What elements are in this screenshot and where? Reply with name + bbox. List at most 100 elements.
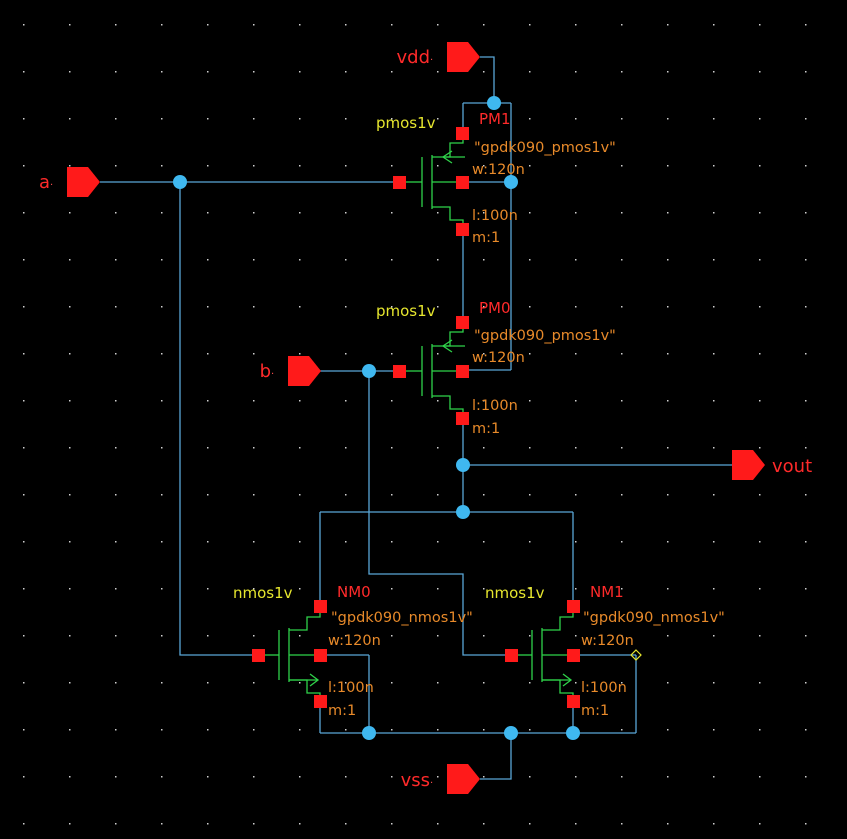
nm1-drain-pin[interactable] bbox=[567, 600, 580, 613]
pm0-drain-pin[interactable] bbox=[456, 412, 469, 425]
grid-dot bbox=[161, 823, 163, 825]
label-pm1: pmos1v PM1 "gpdk090_pmos1v" w:120n l:100… bbox=[376, 110, 616, 246]
grid-dot bbox=[667, 259, 669, 261]
pm1-gate-pin[interactable] bbox=[393, 176, 406, 189]
grid-dot bbox=[483, 165, 485, 167]
svg-text:·: · bbox=[430, 778, 433, 789]
grid-dot bbox=[23, 494, 25, 496]
grid-dot bbox=[345, 541, 347, 543]
junction-vss[interactable] bbox=[504, 726, 518, 740]
grid-dot bbox=[391, 588, 393, 590]
junction-vdd[interactable] bbox=[487, 96, 501, 110]
grid-dot bbox=[391, 71, 393, 73]
grid-dot bbox=[437, 24, 439, 26]
grid-dot bbox=[69, 212, 71, 214]
grid-dot bbox=[391, 400, 393, 402]
grid-dot bbox=[23, 823, 25, 825]
pm0-source-pin[interactable] bbox=[456, 316, 469, 329]
terminal-b[interactable]: b · bbox=[260, 356, 321, 386]
grid-dot bbox=[713, 165, 715, 167]
terminal-vss[interactable]: vss · bbox=[401, 764, 480, 794]
grid-dot bbox=[69, 259, 71, 261]
grid-dot bbox=[805, 776, 807, 778]
nm1-instance-name: NM1 bbox=[590, 583, 624, 601]
nm1-source-pin[interactable] bbox=[567, 695, 580, 708]
grid-dot bbox=[805, 729, 807, 731]
terminal-a[interactable]: a · bbox=[39, 167, 100, 197]
grid-dot bbox=[667, 588, 669, 590]
nm1-gate-pin[interactable] bbox=[505, 649, 518, 662]
label-nm1: nmos1v NM1 "gpdk090_nmos1v" w:120n l:100… bbox=[485, 583, 725, 719]
grid-dot bbox=[207, 729, 209, 731]
grid-dot bbox=[23, 165, 25, 167]
grid-dot bbox=[161, 494, 163, 496]
junction-pm1-body[interactable] bbox=[504, 175, 518, 189]
pmos-pm0-symbol[interactable] bbox=[406, 329, 465, 412]
wire-a-to-nm0-gate[interactable] bbox=[179, 182, 258, 656]
junction-drain-rail[interactable] bbox=[456, 505, 470, 519]
grid-dot bbox=[805, 259, 807, 261]
wire-vdd[interactable] bbox=[480, 56, 495, 103]
grid-dot bbox=[713, 259, 715, 261]
grid-dot bbox=[713, 306, 715, 308]
grid-dot bbox=[483, 71, 485, 73]
nm0-cell-name: nmos1v bbox=[233, 584, 293, 602]
grid-dot bbox=[759, 353, 761, 355]
junction-a[interactable] bbox=[173, 175, 187, 189]
nm1-multiplier: m:1 bbox=[581, 703, 609, 719]
junction-vout[interactable] bbox=[456, 458, 470, 472]
grid-dot bbox=[253, 729, 255, 731]
pm1-body-pin[interactable] bbox=[456, 176, 469, 189]
nm1-body-pin[interactable] bbox=[567, 649, 580, 662]
grid-dot bbox=[621, 165, 623, 167]
wire-b-to-nm1-gate[interactable] bbox=[368, 371, 511, 656]
grid-dot bbox=[253, 494, 255, 496]
grid-dot bbox=[115, 306, 117, 308]
grid-dot bbox=[253, 212, 255, 214]
grid-dot bbox=[345, 212, 347, 214]
grid-dot bbox=[299, 259, 301, 261]
diamond-marker[interactable] bbox=[630, 649, 642, 661]
grid-dot bbox=[667, 24, 669, 26]
grid-dot bbox=[621, 71, 623, 73]
grid-dot bbox=[299, 823, 301, 825]
terminal-vout[interactable]: vout bbox=[732, 450, 812, 480]
junction-vss-nm1[interactable] bbox=[566, 726, 580, 740]
nm0-gate-pin[interactable] bbox=[252, 649, 265, 662]
grid-dot bbox=[529, 259, 531, 261]
pmos-pm1-symbol[interactable] bbox=[406, 140, 465, 223]
grid-dot bbox=[713, 24, 715, 26]
junction-b[interactable] bbox=[362, 364, 376, 378]
grid-dot bbox=[621, 118, 623, 120]
pm1-length: l:100n bbox=[472, 208, 518, 224]
grid-dot bbox=[391, 24, 393, 26]
terminal-vdd[interactable]: vdd · bbox=[396, 42, 480, 72]
pm1-drain-pin[interactable] bbox=[456, 223, 469, 236]
grid-dot bbox=[253, 71, 255, 73]
grid-dot bbox=[115, 165, 117, 167]
nm0-source-pin[interactable] bbox=[314, 695, 327, 708]
grid-dot bbox=[483, 494, 485, 496]
pm1-source-pin[interactable] bbox=[456, 127, 469, 140]
nmos-nm0-symbol[interactable] bbox=[264, 612, 321, 696]
nm0-drain-pin[interactable] bbox=[314, 600, 327, 613]
grid-dot bbox=[345, 823, 347, 825]
nm0-multiplier: m:1 bbox=[328, 703, 356, 719]
grid-dot bbox=[115, 541, 117, 543]
grid-dot bbox=[253, 306, 255, 308]
junction-vss-nm0[interactable] bbox=[362, 726, 376, 740]
nmos-nm1-symbol[interactable] bbox=[517, 612, 574, 696]
grid-dot bbox=[299, 541, 301, 543]
nm0-body-pin[interactable] bbox=[314, 649, 327, 662]
grid-dot bbox=[115, 635, 117, 637]
grid-dot bbox=[575, 165, 577, 167]
wire-vss[interactable] bbox=[480, 733, 512, 780]
grid-dot bbox=[805, 118, 807, 120]
pm0-gate-pin[interactable] bbox=[393, 365, 406, 378]
grid-dot bbox=[253, 588, 255, 590]
grid-dot bbox=[529, 24, 531, 26]
grid-dot bbox=[161, 635, 163, 637]
pm0-body-pin[interactable] bbox=[456, 365, 469, 378]
grid-dot bbox=[299, 635, 301, 637]
